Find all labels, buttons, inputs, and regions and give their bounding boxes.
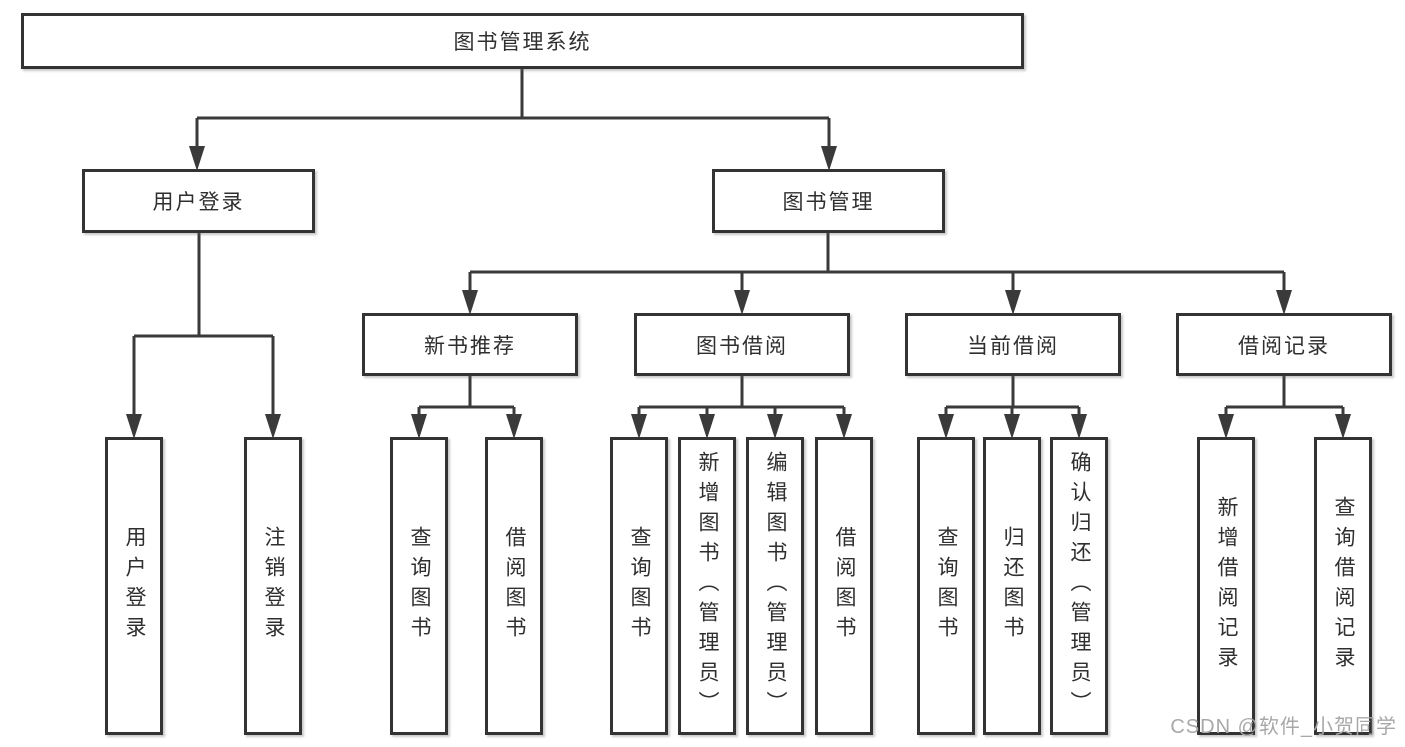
leaf-edit-books-admin: 编辑图书（管理员） [746,437,804,735]
arrow-down-icon [631,414,647,439]
node-book-borrow: 图书借阅 [634,313,850,376]
connector-new-book-children [417,376,516,414]
leaf-return-books: 归还图书 [983,437,1041,735]
node-book-management: 图书管理 [712,169,945,233]
leaf-add-books-admin: 新增图书（管理员） [678,437,736,735]
arrow-down-icon [767,414,783,439]
leaf-logout: 注销登录 [244,437,302,735]
arrow-down-icon [1276,290,1292,315]
arrow-down-icon [1218,414,1234,439]
arrow-down-icon [699,414,715,439]
arrow-down-icon [821,146,837,171]
arrow-down-icon [462,290,478,315]
arrow-down-icon [1005,290,1021,315]
arrow-down-icon [126,414,142,439]
arrow-down-icon [1335,414,1351,439]
connector-user-login-children [132,233,275,414]
arrowheads [126,146,1351,439]
leaf-borrow-books: 借阅图书 [815,437,873,735]
arrow-down-icon [938,414,954,439]
leaf-query-borrow-record: 查询借阅记录 [1314,437,1372,735]
arrow-down-icon [411,414,427,439]
connector-root-to-level1 [195,69,831,147]
connector-book-borrow-children [637,376,846,414]
leaf-query-books-recommend: 查询图书 [390,437,448,735]
arrow-down-icon [265,414,281,439]
node-root: 图书管理系统 [21,13,1024,69]
leaf-query-books-borrow: 查询图书 [610,437,668,735]
node-new-book-recommend: 新书推荐 [362,313,578,376]
node-current-borrow: 当前借阅 [905,313,1121,376]
csdn-watermark: CSDN @软件_小贺同学 [1170,716,1397,738]
arrow-down-icon [506,414,522,439]
arrow-down-icon [189,146,205,171]
node-user-login: 用户登录 [82,169,315,233]
leaf-confirm-return-admin: 确认归还（管理员） [1050,437,1108,735]
connector-book-management-children [468,233,1286,290]
leaf-borrow-books-recommend: 借阅图书 [485,437,543,735]
leaf-add-borrow-record: 新增借阅记录 [1197,437,1255,735]
connector-borrow-record-children [1224,376,1345,414]
leaf-user-login: 用户登录 [105,437,163,735]
node-borrow-record: 借阅记录 [1176,313,1392,376]
arrow-down-icon [1071,414,1087,439]
arrow-down-icon [734,290,750,315]
connector-current-borrow-children [944,376,1081,414]
leaf-query-books-current: 查询图书 [917,437,975,735]
arrow-down-icon [836,414,852,439]
arrow-down-icon [1004,414,1020,439]
